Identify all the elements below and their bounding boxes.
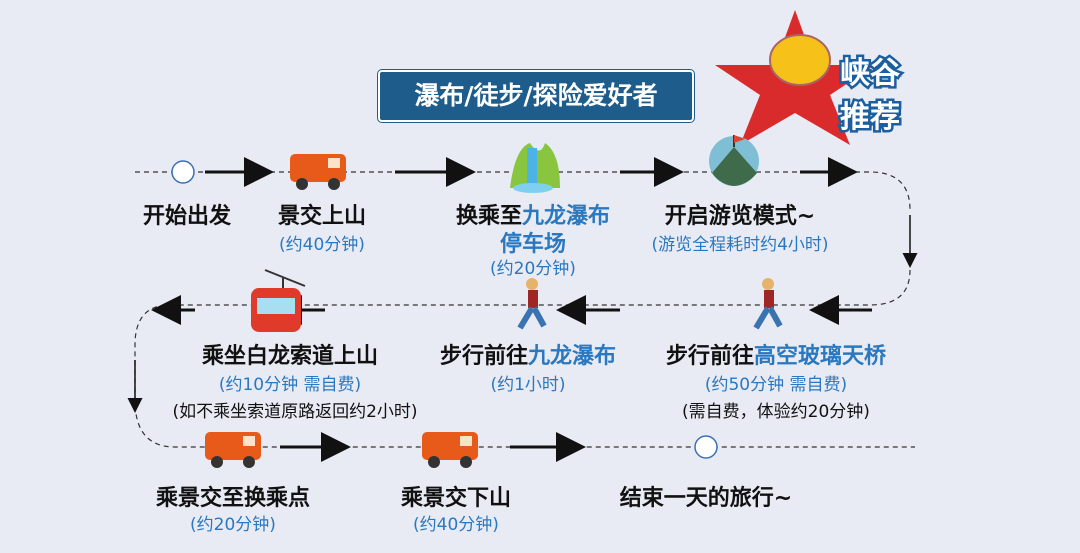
step-bus-transfer-duration: (约20分钟): [190, 515, 276, 535]
badge-line2: 推荐: [840, 100, 900, 135]
step-tour-duration: (游览全程耗时约4小时): [651, 235, 829, 255]
step-transfer-duration: (约20分钟): [490, 259, 576, 279]
step-tour-label: 开启游览模式~: [664, 204, 816, 229]
step-bus-up-label: 景交上山: [277, 204, 367, 229]
step-cableway-note: (如不乘坐索道原路返回约2小时): [172, 402, 418, 422]
step-bus-up-duration: (约40分钟): [279, 235, 365, 255]
step-bus-down-duration: (约40分钟): [413, 515, 499, 535]
bus-icon: [422, 432, 478, 468]
step-cableway-duration: (约10分钟 需自费): [218, 375, 362, 395]
bus-icon: [205, 432, 261, 468]
step-waterfall-walk-duration: (约1小时): [490, 375, 566, 395]
walking-person-icon: [753, 278, 783, 330]
walking-person-icon: [517, 278, 547, 330]
page-title: 瀑布/徒步/探险爱好者: [378, 70, 694, 122]
step-glass-bridge-note: (需自费，体验约20分钟): [682, 402, 870, 422]
step-end-label: 结束一天的旅行~: [619, 486, 793, 511]
waterfall-icon: [510, 143, 560, 193]
start-node: [171, 160, 195, 184]
badge-line1: 峡谷: [840, 56, 900, 91]
step-transfer-label: 换乘至九龙瀑布: [455, 204, 611, 229]
step-bus-transfer-label: 乘景交至换乘点: [155, 486, 311, 511]
step-glass-bridge-label: 步行前往高空玻璃天桥: [665, 344, 887, 369]
end-node: [694, 435, 718, 459]
step-bus-down-label: 乘景交下山: [400, 486, 512, 511]
thumbs-up-icon: [769, 34, 831, 86]
mountain-flag-icon: [709, 135, 759, 186]
step-cableway-label: 乘坐白龙索道上山: [201, 344, 379, 369]
step-waterfall-walk-label: 步行前往九龙瀑布: [439, 344, 617, 369]
bus-icon: [290, 154, 346, 190]
cable-car-icon: [251, 269, 306, 332]
step-transfer-label-line2: 停车场: [499, 232, 567, 257]
recommend-badge: 峡谷 推荐: [715, 10, 903, 145]
step-start-label: 开始出发: [142, 204, 232, 229]
step-glass-bridge-duration: (约50分钟 需自费): [704, 375, 848, 395]
